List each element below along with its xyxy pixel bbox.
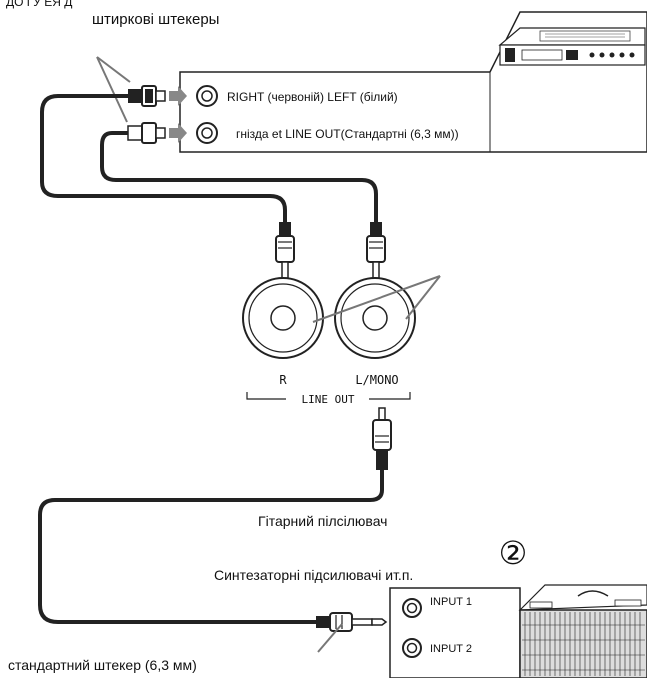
guitar-amplifier <box>389 584 647 678</box>
guitar-cable <box>38 468 384 624</box>
right-left-label: RIGHT (червоній) LEFT (білий) <box>227 90 398 104</box>
line-out-jack-lmono <box>334 277 416 359</box>
input2-label: INPUT 2 <box>430 643 472 655</box>
input-jack-2-icon <box>402 638 422 658</box>
rca-plug-red <box>128 85 187 107</box>
stereo-cables <box>40 94 378 226</box>
pin-plugs-label: штиркові штекеры <box>92 11 219 28</box>
guitar-amp-label: Гітарний пілсілювач <box>258 513 387 529</box>
step-number-badge: ② <box>499 535 528 571</box>
line-out-jack-r <box>242 277 324 359</box>
rca-plug-white <box>127 122 187 144</box>
line-out-bracket <box>246 392 411 400</box>
synth-amp-label: Синтезаторні підсилювачі ит.п. <box>214 567 413 583</box>
standard-plug <box>316 612 388 632</box>
phone-plug-guitar <box>372 407 392 470</box>
pin-plugs-pointer <box>96 56 131 123</box>
standard-plug-label: стандартний штекер (6,3 мм) <box>8 657 197 673</box>
line-out-label: LINE OUT <box>302 393 355 406</box>
standard-plug-pointer <box>317 623 343 653</box>
top-cut-text: ДО ГУ ЕЯ Д <box>6 0 72 9</box>
rca-jack-right-icon <box>196 85 218 107</box>
audio-amplifier-icon <box>498 27 646 66</box>
jacks-pointer <box>312 275 441 323</box>
input-jack-1-icon <box>402 598 422 618</box>
rca-jack-left-icon <box>196 122 218 144</box>
line-out-jacks-label: гнізда et LINE OUT(Стандартні (6,3 мм)) <box>236 127 459 141</box>
jack-lmono-label: L/MONO <box>355 373 398 387</box>
stereo-device <box>179 11 647 153</box>
jack-r-label: R <box>279 373 287 387</box>
input1-label: INPUT 1 <box>430 596 472 608</box>
